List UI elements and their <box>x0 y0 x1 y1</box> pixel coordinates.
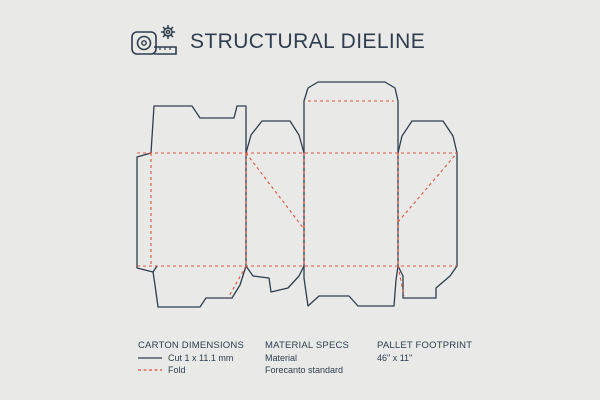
cut-outline-panel-center <box>303 81 399 307</box>
tape-measure-gear-icon <box>131 25 177 55</box>
legend-fold-label: Fold <box>168 365 186 375</box>
cut-lines <box>136 81 458 308</box>
legend-cut-row: Cut 1 x 11.1 mm <box>138 352 244 364</box>
legend-carton-dimensions-heading: CARTON DIMENSIONS <box>138 340 244 351</box>
legend-pallet-footprint: PALLET FOOTPRINT 46" x 11" <box>377 340 472 364</box>
fold-lines <box>137 100 458 299</box>
legend-cut-label: Cut 1 x 11.1 mm <box>168 353 234 363</box>
legend-material-line2: Forecanto standard <box>265 365 344 375</box>
cut-outline-panel-left <box>136 105 247 308</box>
cut-outline-panel-right <box>397 120 458 299</box>
cut-outline-bottom-tab <box>152 265 158 273</box>
fold-line-diagonal-a <box>245 152 305 230</box>
legend-material-line1: Material <box>265 353 298 363</box>
legend-material-specs: MATERIAL SPECS Material Forecanto standa… <box>265 340 349 376</box>
legend-fold-row: Fold <box>138 364 244 376</box>
fold-line-bottom-flap-a <box>227 265 247 299</box>
fold-line-diagonal-b <box>397 152 458 223</box>
page-title: STRUCTURAL DIELINE <box>190 30 426 53</box>
legend-material-specs-heading: MATERIAL SPECS <box>265 340 350 351</box>
legend-pallet-footprint-heading: PALLET FOOTPRINT <box>377 340 473 351</box>
cut-line-swatch <box>138 357 162 359</box>
fold-line-bottom-flap-b <box>397 265 405 297</box>
fold-line-swatch <box>138 369 162 371</box>
header: STRUCTURAL DIELINE <box>130 22 425 62</box>
legend-carton-dimensions: CARTON DIMENSIONS Cut 1 x 11.1 mm Fold <box>138 340 244 376</box>
legend-pallet-value: 46" x 11" <box>377 353 413 363</box>
